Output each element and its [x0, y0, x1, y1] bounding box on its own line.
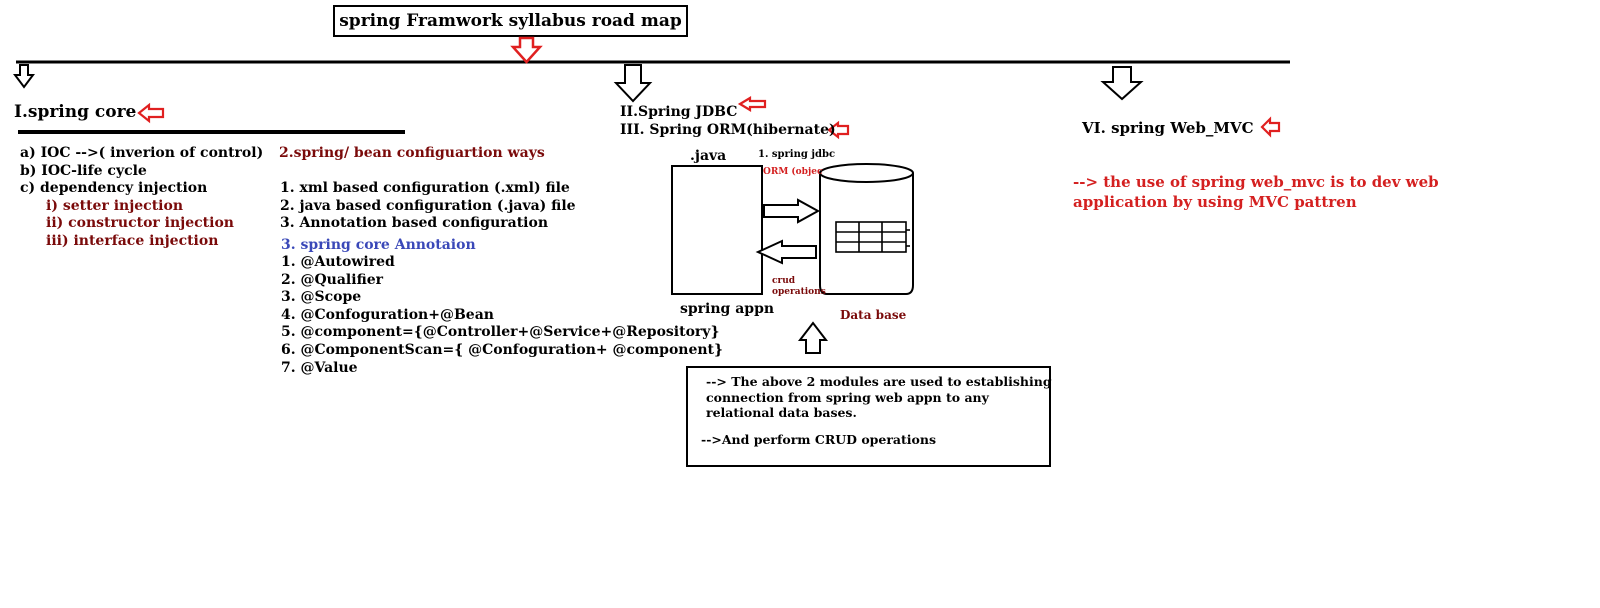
core-item: b) IOC-life cycle	[20, 162, 147, 179]
roadmap-title: spring Framwork syllabus road map	[339, 11, 682, 31]
app-label: spring appn	[680, 301, 775, 317]
mvc-down-arrow-icon	[1100, 66, 1144, 101]
jdbc-heading: II.Spring JDBC	[620, 104, 738, 120]
annotation-item: 4. @Confoguration+@Bean	[281, 306, 494, 323]
annotations-heading: 3. spring core Annotaion	[281, 237, 476, 253]
java-label: .java	[690, 148, 727, 164]
config-item: 3. Annotation based configuration	[280, 215, 549, 232]
note-line-2: -->And perform CRUD operations	[701, 431, 937, 447]
config-item: 2. java based configuration (.java) file	[280, 197, 576, 214]
injection-item: iii) interface injection	[46, 232, 219, 249]
annotation-item: 7. @Value	[281, 359, 358, 376]
mvc-red-arrow-icon	[1260, 116, 1281, 138]
annotation-item: 6. @ComponentScan={ @Confoguration+ @com…	[281, 341, 724, 358]
orm-label: ORM (object	[763, 167, 823, 177]
db-table-icon	[835, 221, 910, 253]
database-cylinder-icon	[819, 173, 914, 295]
injection-item: i) setter injection	[46, 197, 183, 214]
annotation-item: 3. @Scope	[281, 289, 362, 306]
jdbc-label: 1. spring jdbc	[758, 149, 836, 160]
orm-red-arrow-icon	[827, 120, 850, 140]
mvc-description: --> the use of spring web_mvc is to dev …	[1073, 173, 1439, 211]
config-heading: 2.spring/ bean configuartion ways	[279, 145, 545, 161]
note-box: --> The above 2 modules are used to esta…	[686, 366, 1052, 467]
mvc-heading: VI. spring Web_MVC	[1082, 119, 1254, 137]
title-down-arrow-icon	[510, 36, 543, 64]
core-item: c) dependency injection	[20, 180, 208, 197]
injection-item: ii) constructor injection	[46, 215, 234, 232]
jdbc-red-arrow-icon	[737, 96, 767, 112]
from-db-arrow-icon	[755, 239, 817, 265]
orm-heading: III. Spring ORM(hibernate)	[620, 122, 836, 138]
annotations-list: 1. @Autowired 2. @Qualifier 3. @Scope 4.…	[281, 254, 723, 377]
to-db-arrow-icon	[763, 198, 821, 224]
config-list: 1. xml based configuration (.xml) file 2…	[280, 180, 576, 233]
annotation-item: 5. @component={@Controller+@Service+@Rep…	[281, 324, 720, 341]
core-item: a) IOC -->( inverion of control)	[20, 145, 264, 161]
db-label: Data base	[840, 308, 907, 322]
annotation-item: 1. @Autowired	[281, 254, 395, 270]
annotation-item: 2. @Qualifier	[281, 271, 384, 288]
note-up-arrow-icon	[797, 321, 829, 354]
core-list: a) IOC -->( inverion of control) b) IOC-…	[20, 145, 263, 251]
config-item: 1. xml based configuration (.xml) file	[280, 180, 570, 196]
core-red-arrow-icon	[137, 102, 165, 124]
crud-label: crud operations	[772, 276, 826, 297]
java-app-box	[671, 165, 763, 295]
roadmap-title-box: spring Framwork syllabus road map	[333, 5, 688, 37]
core-heading: I.spring core	[14, 102, 137, 122]
core-down-arrow-icon	[13, 64, 35, 89]
jdbc-down-arrow-icon	[613, 64, 653, 103]
note-line-1: --> The above 2 modules are used to esta…	[706, 374, 1052, 420]
